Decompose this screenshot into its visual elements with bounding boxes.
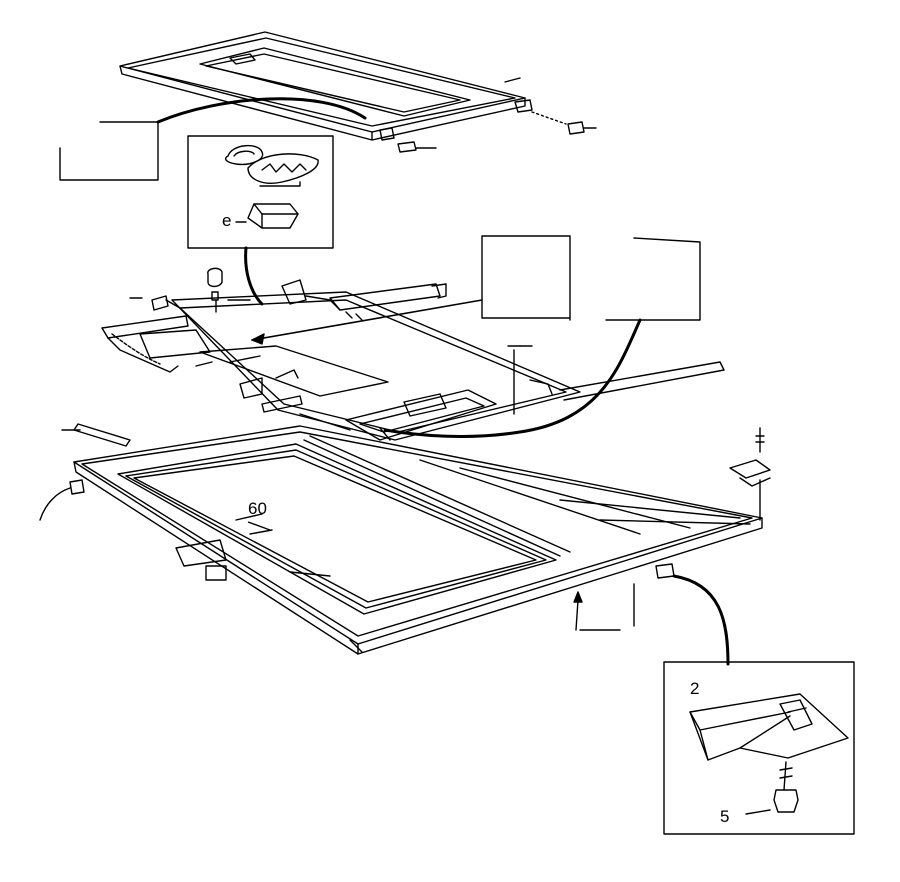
screw-right	[755, 427, 765, 453]
sunroof-frame	[101, 267, 725, 441]
clip-right	[729, 459, 771, 487]
callout-box-middle-2	[605, 237, 701, 321]
bracket-detail-box	[663, 661, 855, 835]
callout-label-60: 60	[248, 499, 267, 518]
callout-box-middle-1	[481, 235, 571, 321]
callout-box-top-left	[59, 121, 159, 181]
seal-strip	[73, 423, 131, 447]
callout-label-e: e	[222, 211, 231, 230]
sunshade-panel	[119, 31, 597, 153]
clip-detail-box	[187, 135, 334, 249]
leader-line-2	[244, 246, 264, 306]
arrow-bottom	[575, 599, 621, 631]
leader-line-3	[383, 318, 642, 438]
callout-label-5: 5	[720, 807, 729, 826]
glass-panel	[73, 425, 763, 655]
leader-line-4	[672, 574, 730, 666]
callout-label-2: 2	[690, 679, 699, 698]
drain-hose	[39, 479, 85, 521]
leader-line-1	[156, 97, 367, 124]
arrow-to-frame	[251, 299, 483, 341]
